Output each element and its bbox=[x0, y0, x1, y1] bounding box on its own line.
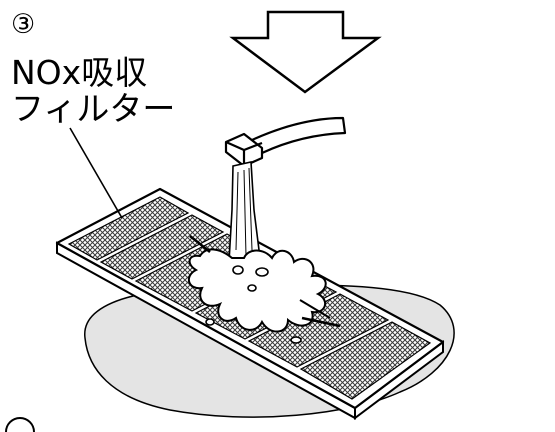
next-callout-circle bbox=[5, 417, 35, 432]
faucet bbox=[224, 116, 347, 168]
filter-name-line-1: NOx吸収 bbox=[11, 53, 148, 92]
down-arrow-icon bbox=[229, 10, 382, 94]
callout-leader-line bbox=[69, 127, 123, 219]
splash-droplets bbox=[189, 235, 341, 344]
callout-number: ③ bbox=[11, 9, 36, 40]
water-stream bbox=[228, 161, 261, 263]
water-splash bbox=[187, 248, 327, 333]
filter-name-line-2: フィルター bbox=[11, 89, 176, 128]
